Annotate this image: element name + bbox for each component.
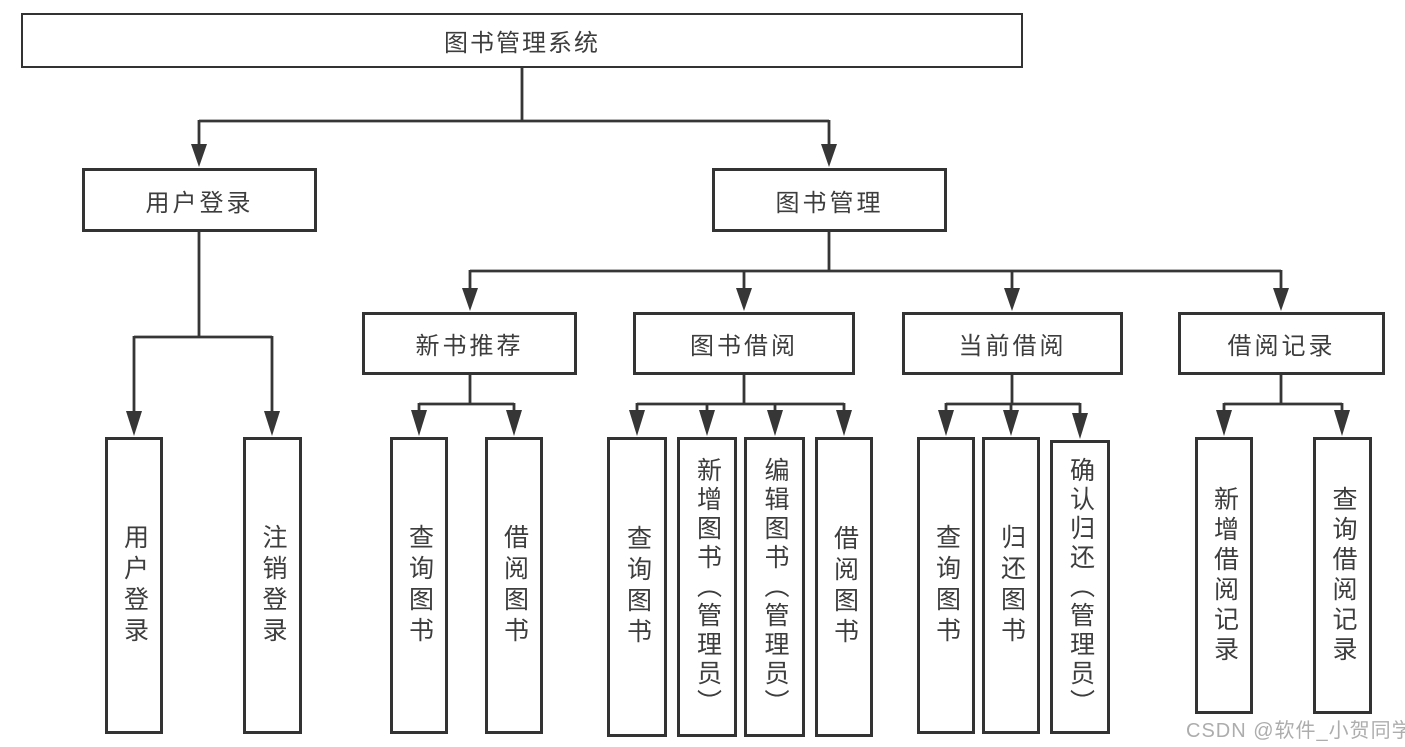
- arrowhead-icon: [411, 410, 427, 436]
- arrowhead-icon: [1004, 288, 1020, 311]
- node-borrow-records: 借阅记录: [1178, 312, 1385, 375]
- arrowhead-icon: [821, 144, 837, 167]
- leaf-query-borrow-record: 查询借阅记录: [1313, 437, 1372, 714]
- leaf-newbook-borrow-books: 借阅图书: [485, 437, 543, 734]
- connector-book-borrow-split: [629, 375, 852, 436]
- leaf-add-books-admin: 新增图书（管理员）: [677, 437, 737, 737]
- leaf-return-books: 归还图书: [982, 437, 1040, 734]
- node-user-login-branch: 用户登录: [82, 168, 317, 232]
- arrowhead-icon: [699, 410, 715, 436]
- leaf-edit-books-admin: 编辑图书（管理员）: [744, 437, 805, 737]
- leaf-user-login: 用户登录: [105, 437, 163, 734]
- connector-current-borrow-split: [938, 375, 1088, 439]
- arrowhead-icon: [506, 410, 522, 436]
- arrowhead-icon: [1334, 410, 1350, 436]
- leaf-borrow-borrow-books: 借阅图书: [815, 437, 873, 737]
- arrowhead-icon: [836, 410, 852, 436]
- arrowhead-icon: [736, 288, 752, 311]
- connector-user-login-split: [126, 232, 280, 436]
- node-book-borrow: 图书借阅: [633, 312, 855, 375]
- arrowhead-icon: [1216, 410, 1232, 436]
- node-current-borrow: 当前借阅: [902, 312, 1123, 375]
- connector-borrow-records-split: [1216, 375, 1350, 436]
- arrowhead-icon: [462, 288, 478, 311]
- leaf-borrow-query-books: 查询图书: [607, 437, 667, 737]
- leaf-logout: 注销登录: [243, 437, 302, 734]
- arrowhead-icon: [629, 410, 645, 436]
- csdn-watermark: CSDN @软件_小贺同学: [1186, 720, 1405, 742]
- leaf-confirm-return-admin: 确认归还（管理员）: [1050, 440, 1110, 734]
- leaf-add-borrow-record: 新增借阅记录: [1195, 437, 1253, 714]
- arrowhead-icon: [1003, 410, 1019, 436]
- arrowhead-icon: [938, 410, 954, 436]
- node-book-management-branch: 图书管理: [712, 168, 947, 232]
- arrowhead-icon: [767, 410, 783, 436]
- connector-book-management-split: [462, 232, 1289, 311]
- arrowhead-icon: [1072, 413, 1088, 439]
- arrowhead-icon: [264, 411, 280, 436]
- arrowhead-icon: [126, 411, 142, 436]
- arrowhead-icon: [1273, 288, 1289, 311]
- leaf-newbook-query-books: 查询图书: [390, 437, 448, 734]
- connector-new-book-split: [411, 375, 522, 436]
- connector-root-split: [191, 68, 837, 167]
- arrowhead-icon: [191, 144, 207, 167]
- leaf-current-query-books: 查询图书: [917, 437, 975, 734]
- node-root-system: 图书管理系统: [21, 13, 1023, 68]
- node-new-book-recommend: 新书推荐: [362, 312, 577, 375]
